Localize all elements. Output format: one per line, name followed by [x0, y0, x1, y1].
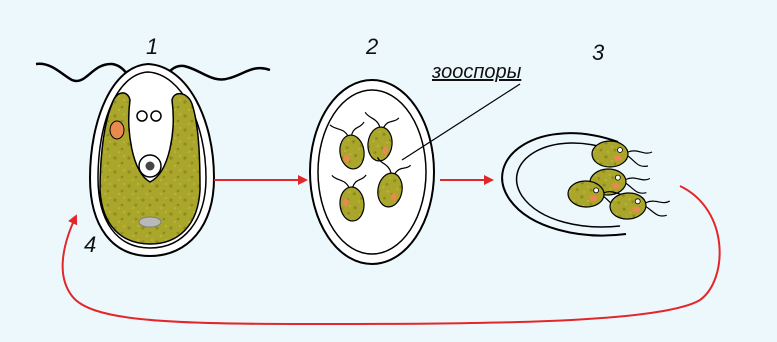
- pyrenoid: [139, 217, 161, 227]
- zoospore: [592, 141, 652, 167]
- zoospore: [609, 190, 671, 220]
- eyespot: [110, 121, 124, 139]
- contractile-vacuole-left: [137, 111, 147, 121]
- sporangium-outer-wall: [310, 80, 434, 264]
- stage-4-label: 4: [84, 234, 96, 256]
- stage-3-label: 3: [592, 42, 604, 64]
- released-zoospores: [502, 133, 671, 235]
- contractile-vacuole-right: [151, 111, 161, 121]
- nucleolus: [146, 162, 155, 171]
- stage-1-label: 1: [146, 36, 158, 58]
- zoosporangium: [310, 80, 434, 264]
- stage-2-label: 2: [366, 36, 378, 58]
- zoospores-label: зооспоры: [432, 62, 521, 82]
